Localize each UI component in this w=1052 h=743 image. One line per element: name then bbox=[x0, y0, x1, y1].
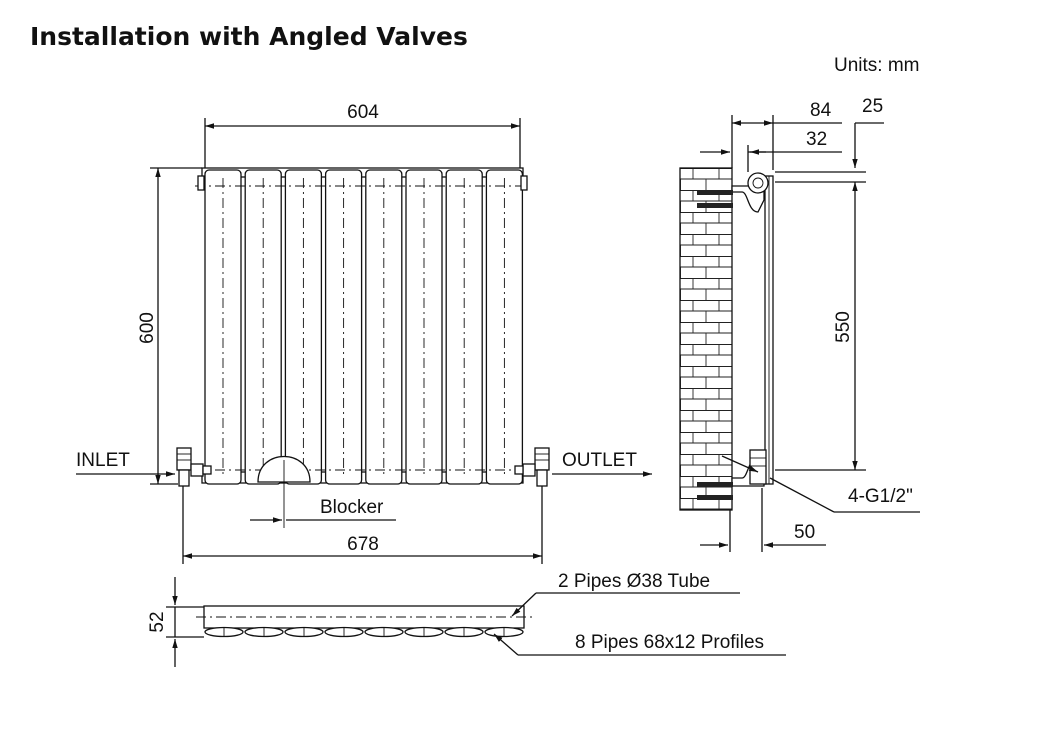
wall-gap-label: 32 bbox=[806, 129, 827, 150]
brick-wall bbox=[679, 167, 733, 511]
offset-label: 25 bbox=[862, 96, 883, 117]
overall-width-label: 678 bbox=[347, 534, 379, 555]
depth-label: 84 bbox=[810, 100, 832, 121]
valve-projection-label: 50 bbox=[794, 522, 815, 543]
profile-label: 8 Pipes 68x12 Profiles bbox=[575, 632, 764, 653]
top-connection-icon bbox=[747, 172, 769, 194]
top-view: 52 2 Pipes Ø38 Tube 8 Pipes 68x12 Profil… bbox=[147, 571, 786, 667]
width-label: 604 bbox=[347, 102, 379, 123]
radiator-profiles bbox=[204, 169, 524, 485]
side-valve-icon bbox=[749, 449, 767, 485]
units-label: Units: mm bbox=[834, 55, 920, 76]
diagram-title: Installation with Angled Valves bbox=[30, 22, 468, 51]
front-view: 604 600 INLET OUTLET Blocker 678 bbox=[76, 102, 652, 564]
inlet-label: INLET bbox=[76, 450, 130, 471]
connections-label: 4-G1/2" bbox=[848, 486, 913, 507]
side-view: 84 25 32 550 4-G1/2" 50 bbox=[679, 96, 920, 552]
top-view-profiles bbox=[204, 626, 524, 638]
top-depth-label: 52 bbox=[147, 611, 168, 632]
tube-label: 2 Pipes Ø38 Tube bbox=[558, 571, 710, 592]
outlet-label: OUTLET bbox=[562, 450, 637, 471]
outlet-valve-icon bbox=[514, 447, 550, 487]
height-label: 600 bbox=[137, 312, 158, 344]
inlet-valve-icon bbox=[176, 447, 212, 487]
blocker-label: Blocker bbox=[320, 497, 384, 518]
centers-label: 550 bbox=[833, 311, 854, 343]
top-header bbox=[201, 167, 524, 178]
